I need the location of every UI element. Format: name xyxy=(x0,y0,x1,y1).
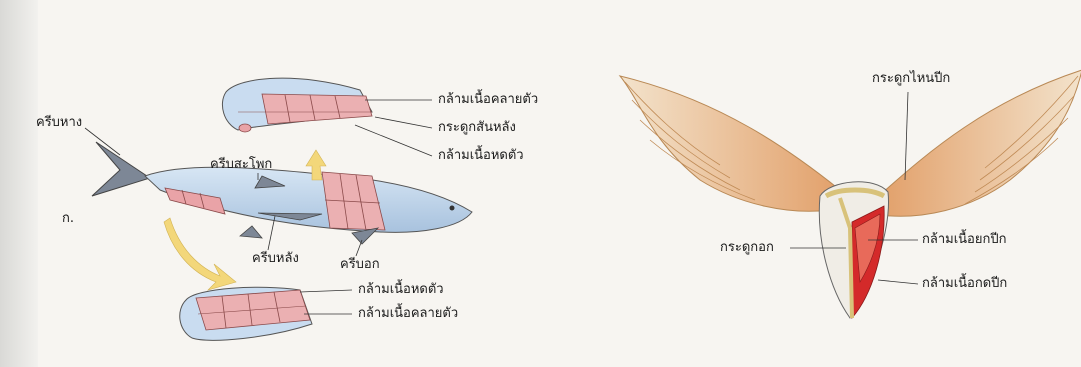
label-top-relaxed-muscle: กล้ามเนื้อคลายตัว xyxy=(438,93,538,106)
fish-eye xyxy=(450,206,455,211)
bird-right-wing xyxy=(880,70,1081,216)
bird-left-wing xyxy=(620,76,840,211)
label-wing-lowering-muscle: กล้ามเนื้อกดปีก xyxy=(922,277,1007,290)
bird-diagram xyxy=(620,70,1081,318)
label-pectoral-fin: ครีบอก xyxy=(340,258,380,271)
label-top-contracted-muscle: กล้ามเนื้อหดตัว xyxy=(438,149,524,162)
label-sternum: กระดูกอก xyxy=(720,241,774,254)
fish-diagram xyxy=(85,78,472,340)
label-pelvic-fin: ครีบสะโพก xyxy=(210,158,272,171)
fish-anal-fin xyxy=(240,226,262,238)
label-wishbone: กระดูกไหนปีก xyxy=(872,72,950,85)
label-wing-raising-muscle: กล้ามเนื้อยกปีก xyxy=(922,233,1006,246)
fish-bottom-section xyxy=(180,287,312,340)
fish-panel-label: ก. xyxy=(62,212,74,225)
label-caudal-fin: ครีบหาง xyxy=(36,116,82,129)
fish-top-section xyxy=(222,78,372,132)
label-dorsal-fin: ครีบหลัง xyxy=(252,252,299,265)
fish-tail-fin xyxy=(92,142,150,196)
arrow-down xyxy=(164,218,236,290)
label-backbone: กระดูกสันหลัง xyxy=(438,121,516,134)
label-bottom-relaxed-muscle: กล้ามเนื้อคลายตัว xyxy=(358,307,458,320)
label-bottom-contracted-muscle: กล้ามเนื้อหดตัว xyxy=(358,283,444,296)
